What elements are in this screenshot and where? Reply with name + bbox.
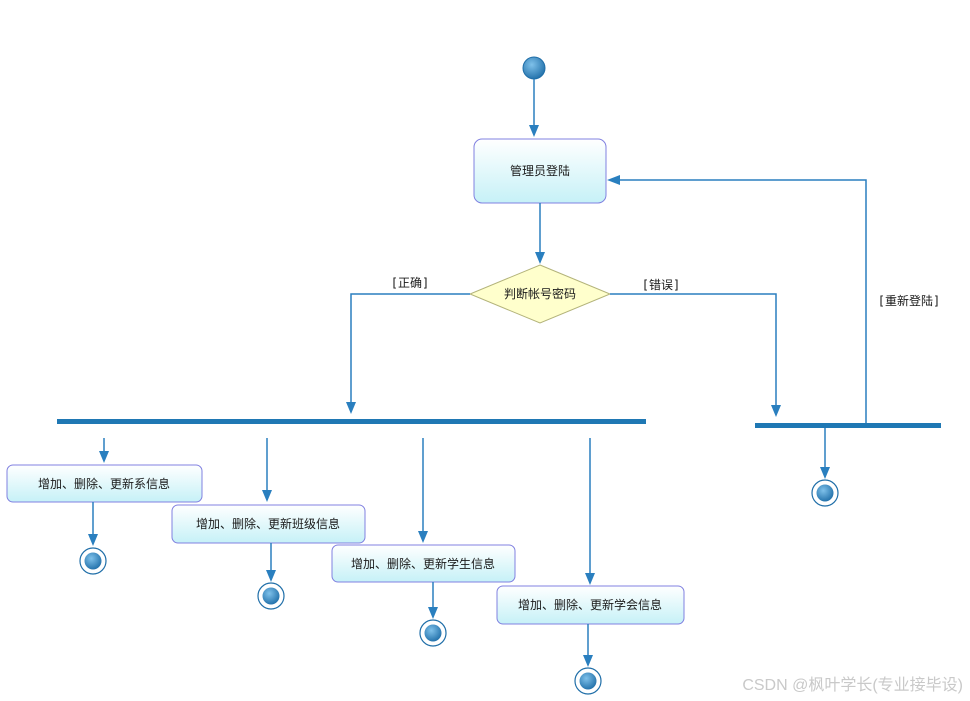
final-node-dept [79,547,107,575]
final-node-student [419,619,447,647]
arrowhead [262,490,272,502]
activity-update-union[interactable]: 增加、删除、更新学会信息 [496,585,685,625]
arrowhead [820,467,830,479]
guard-wrong: [错误] [642,278,680,292]
guard-correct: [正确] [391,276,429,290]
edge-wrong [610,293,777,408]
final-node-union [574,667,602,695]
activity-label: 增加、删除、更新学会信息 [518,597,662,612]
arrowhead [529,125,539,137]
arrowhead [607,175,620,185]
fork-bar-main [57,419,646,424]
guard-relogin: [重新登陆] [878,293,940,308]
decision-check-account[interactable]: 判断帐号密码 [468,264,612,324]
final-node-error [811,479,839,507]
arrowhead [583,655,593,667]
fork-bar-error [755,423,941,428]
arrowhead [99,451,109,463]
activity-update-student[interactable]: 增加、删除、更新学生信息 [331,544,516,583]
arrowhead [428,607,438,619]
start-node [522,56,546,80]
arrowhead [771,405,781,417]
activity-admin-login[interactable]: 管理员登陆 [473,138,607,204]
arrowhead [418,531,428,543]
arrowhead [266,570,276,582]
arrowhead [88,534,98,546]
activity-label: 管理员登陆 [510,163,570,178]
activity-update-class[interactable]: 增加、删除、更新班级信息 [171,504,366,544]
watermark: CSDN @枫叶学长(专业接毕设) [742,676,963,694]
edge-relogin [618,179,867,424]
activity-label: 增加、删除、更新班级信息 [196,516,340,531]
decision-label: 判断帐号密码 [504,286,576,301]
arrowhead [535,252,545,264]
final-node-class [257,582,285,610]
edge-correct [350,293,470,405]
arrowhead [585,573,595,585]
activity-update-dept[interactable]: 增加、删除、更新系信息 [6,464,203,503]
arrowhead [346,402,356,414]
activity-label: 增加、删除、更新学生信息 [351,556,495,571]
activity-label: 增加、删除、更新系信息 [38,476,170,491]
